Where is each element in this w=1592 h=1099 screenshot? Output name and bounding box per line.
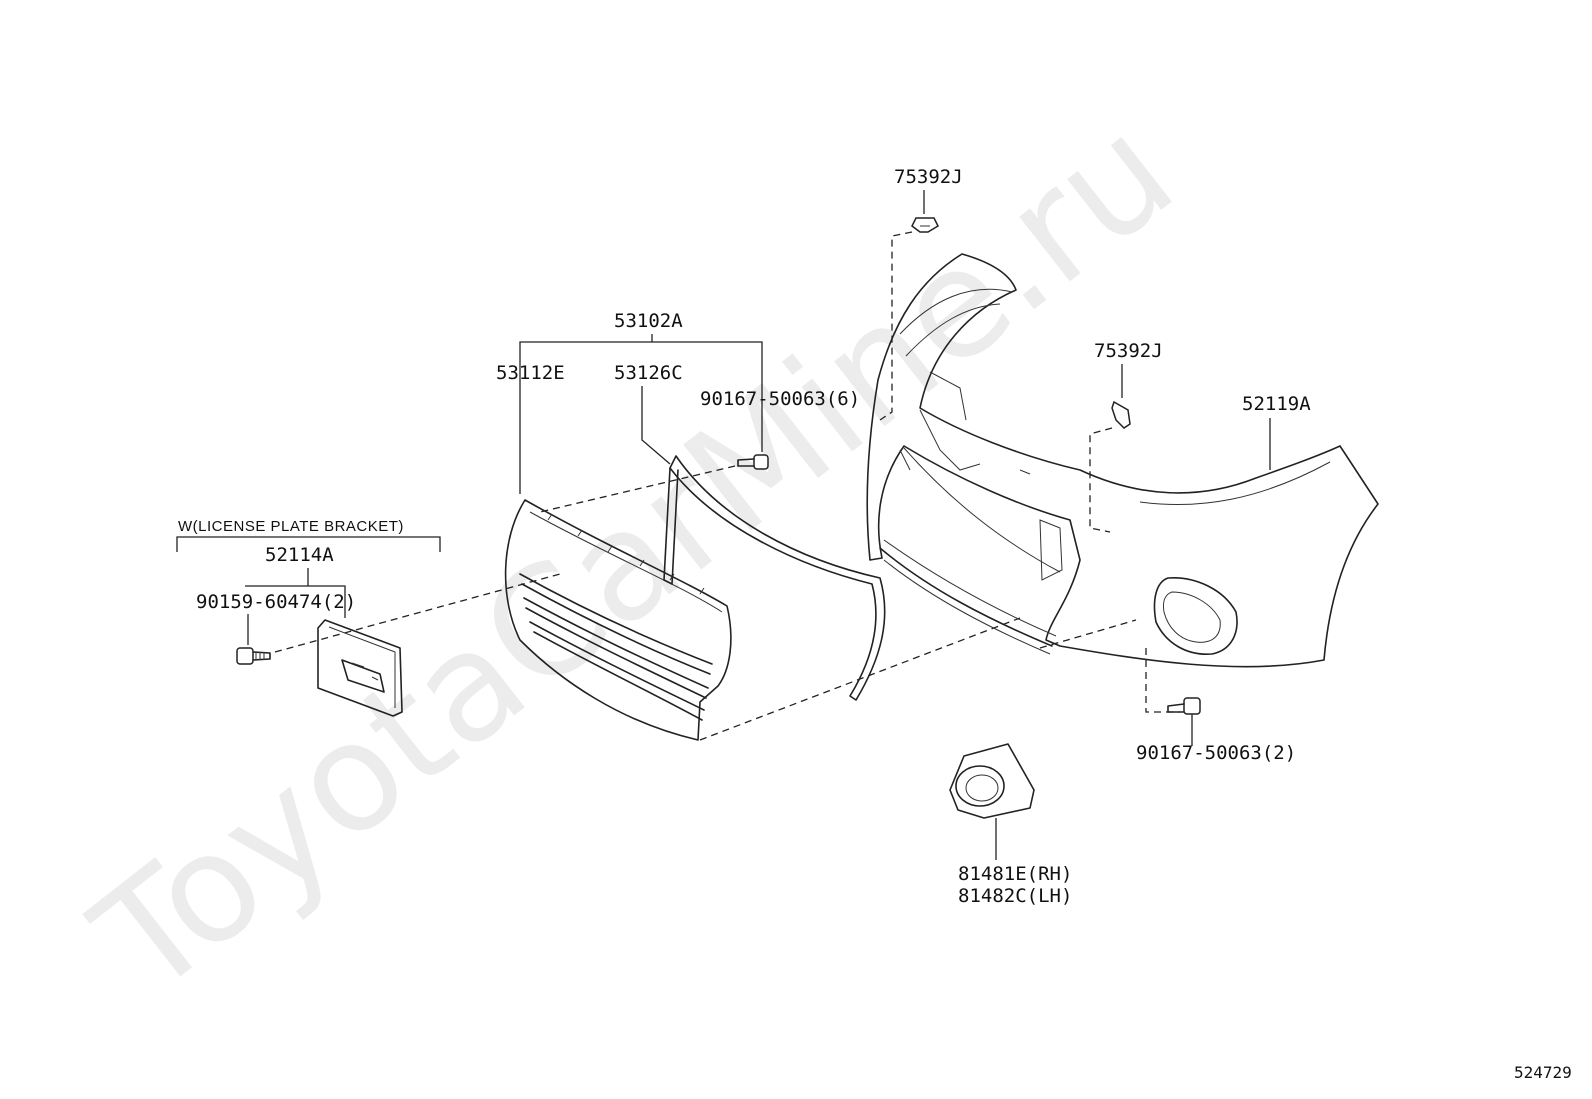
bracket-bolt [236, 647, 271, 665]
grille-screw [737, 454, 769, 470]
lower-grille-part [504, 499, 732, 741]
label-75392J-top: 75392J [894, 166, 963, 188]
bumper-cover-part [866, 253, 1379, 668]
label-53102A: 53102A [614, 310, 683, 332]
label-license-plate-group: W(LICENSE PLATE BRACKET) [178, 518, 404, 535]
label-81482C-LH: 81482C(LH) [958, 885, 1072, 907]
label-53112E: 53112E [496, 362, 565, 384]
label-90159-60474: 90159-60474(2) [196, 591, 356, 613]
label-52114A: 52114A [265, 544, 334, 566]
license-plate-bracket-group: W(LICENSE PLATE BRACKET) 52114A 90159-60… [176, 518, 561, 717]
clip-middle-group: 75392J [1089, 340, 1163, 533]
label-81481E-RH: 81481E(RH) [958, 863, 1072, 885]
bumper-cover-group: 52119A [866, 253, 1379, 668]
license-plate-bracket [317, 619, 403, 717]
label-90167-50063-6: 90167-50063(6) [700, 388, 860, 410]
bumper-screw-group: 90167-50063(2) [1136, 648, 1296, 764]
clip-middle-part [1111, 400, 1131, 429]
label-90167-50063-2: 90167-50063(2) [1136, 742, 1296, 764]
bumper-screw-part [1167, 697, 1201, 715]
fog-cover-group: 81481E(RH) 81482C(LH) [949, 743, 1072, 907]
grille-molding-part [663, 455, 886, 701]
fog-cover-part [949, 743, 1035, 819]
label-53126C: 53126C [614, 362, 683, 384]
label-52119A: 52119A [1242, 393, 1311, 415]
clip-top-group: 75392J [879, 166, 963, 421]
reference-number: 524729 [1514, 1063, 1572, 1082]
label-75392J-middle: 75392J [1094, 340, 1163, 362]
grille-assembly-group: 53102A 53112E 53126C 90167-50063(6) [496, 310, 1021, 741]
clip-top-part [911, 217, 939, 233]
